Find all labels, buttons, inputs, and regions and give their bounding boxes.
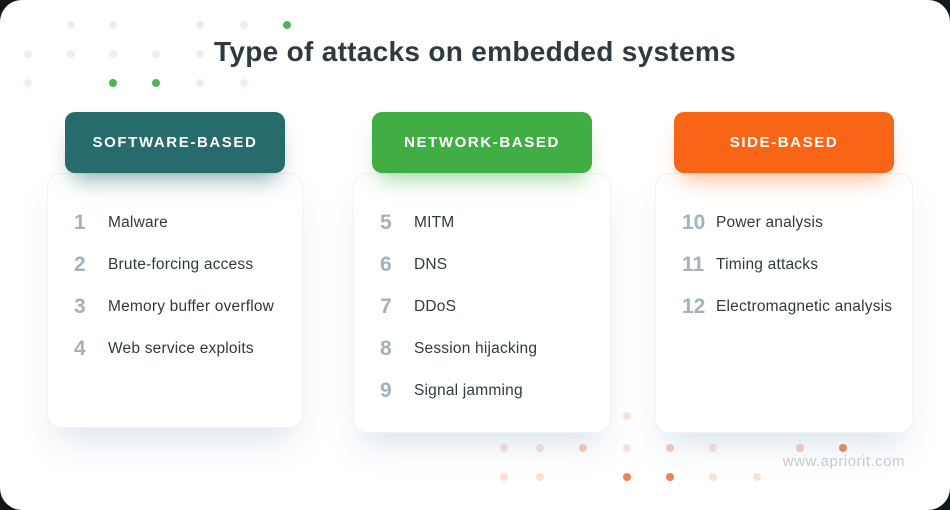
- decor-dot: [24, 79, 32, 87]
- item-number: 12: [682, 295, 706, 318]
- card-header-software-based: SOFTWARE-BASED: [65, 112, 285, 173]
- decor-dot: [196, 79, 204, 87]
- item-number: 4: [74, 337, 86, 360]
- decor-dot: [623, 444, 631, 452]
- item-number: 9: [380, 379, 392, 402]
- item-number: 5: [380, 211, 392, 234]
- list-item: 5 MITM: [354, 202, 610, 244]
- card-software-based: SOFTWARE-BASED 1 Malware 2 Brute-forcing…: [47, 112, 303, 428]
- decor-dot: [67, 21, 75, 29]
- card-side-based: SIDE-BASED 10 Power analysis 11 Timing a…: [655, 112, 913, 433]
- card-body-network-based: 5 MITM 6 DNS 7 DDoS 8 Session hijacking …: [353, 173, 611, 433]
- decor-dot: [579, 444, 587, 452]
- item-label: MITM: [414, 214, 455, 231]
- list-item: 7 DDoS: [354, 286, 610, 328]
- decor-dot: [283, 21, 291, 29]
- card-header-network-based: NETWORK-BASED: [372, 112, 592, 173]
- list-item: 3 Memory buffer overflow: [48, 286, 302, 328]
- decor-dot: [67, 50, 75, 58]
- decor-dot: [500, 473, 508, 481]
- decor-dot: [109, 50, 117, 58]
- decor-dot: [196, 50, 204, 58]
- list-item: 9 Signal jamming: [354, 370, 610, 412]
- item-number: 7: [380, 295, 392, 318]
- card-header-side-based: SIDE-BASED: [674, 112, 894, 173]
- decor-dot: [623, 473, 631, 481]
- decor-dot: [709, 473, 717, 481]
- decor-dot: [240, 79, 248, 87]
- decor-dot: [839, 444, 847, 452]
- item-number: 8: [380, 337, 392, 360]
- list-item: 2 Brute-forcing access: [48, 244, 302, 286]
- list-item: 1 Malware: [48, 202, 302, 244]
- list-item: 4 Web service exploits: [48, 328, 302, 370]
- watermark: www.apriorit.com: [782, 453, 905, 470]
- item-number: 3: [74, 295, 86, 318]
- decor-dot: [109, 21, 117, 29]
- decor-dot: [240, 21, 248, 29]
- item-label: Memory buffer overflow: [108, 298, 275, 315]
- list-item: 8 Session hijacking: [354, 328, 610, 370]
- item-label: Power analysis: [716, 214, 824, 231]
- decor-dot: [796, 444, 804, 452]
- decor-dot: [24, 50, 32, 58]
- list-item: 6 DNS: [354, 244, 610, 286]
- decor-dot: [666, 473, 674, 481]
- item-number: 11: [682, 253, 705, 276]
- item-label: Web service exploits: [108, 340, 254, 357]
- card-network-based: NETWORK-BASED 5 MITM 6 DNS 7 DDoS 8 Sess…: [353, 112, 611, 433]
- item-label: Brute-forcing access: [108, 256, 254, 273]
- decor-dot: [709, 444, 717, 452]
- item-label: Timing attacks: [716, 256, 819, 273]
- list-item: 12 Electromagnetic analysis: [656, 286, 912, 328]
- item-number: 10: [682, 211, 706, 234]
- item-number: 2: [74, 253, 86, 276]
- decor-dot: [753, 473, 761, 481]
- list-item: 10 Power analysis: [656, 202, 912, 244]
- decor-dot: [152, 79, 160, 87]
- decor-dot: [500, 444, 508, 452]
- item-label: DNS: [414, 256, 448, 273]
- card-body-side-based: 10 Power analysis 11 Timing attacks 12 E…: [655, 173, 913, 433]
- decor-dot: [536, 473, 544, 481]
- decor-dot: [109, 79, 117, 87]
- item-label: DDoS: [414, 298, 457, 315]
- decor-dot: [623, 412, 631, 420]
- item-number: 1: [74, 211, 86, 234]
- item-label: Malware: [108, 214, 168, 231]
- decor-dot: [666, 444, 674, 452]
- item-label: Electromagnetic analysis: [716, 298, 893, 315]
- item-label: Signal jamming: [414, 382, 523, 399]
- page-title: Type of attacks on embedded systems: [214, 36, 736, 67]
- item-number: 6: [380, 253, 392, 276]
- decor-dot: [196, 21, 204, 29]
- decor-dot: [152, 50, 160, 58]
- card-body-software-based: 1 Malware 2 Brute-forcing access 3 Memor…: [47, 173, 303, 428]
- item-label: Session hijacking: [414, 340, 538, 357]
- decor-dot: [536, 444, 544, 452]
- list-item: 11 Timing attacks: [656, 244, 912, 286]
